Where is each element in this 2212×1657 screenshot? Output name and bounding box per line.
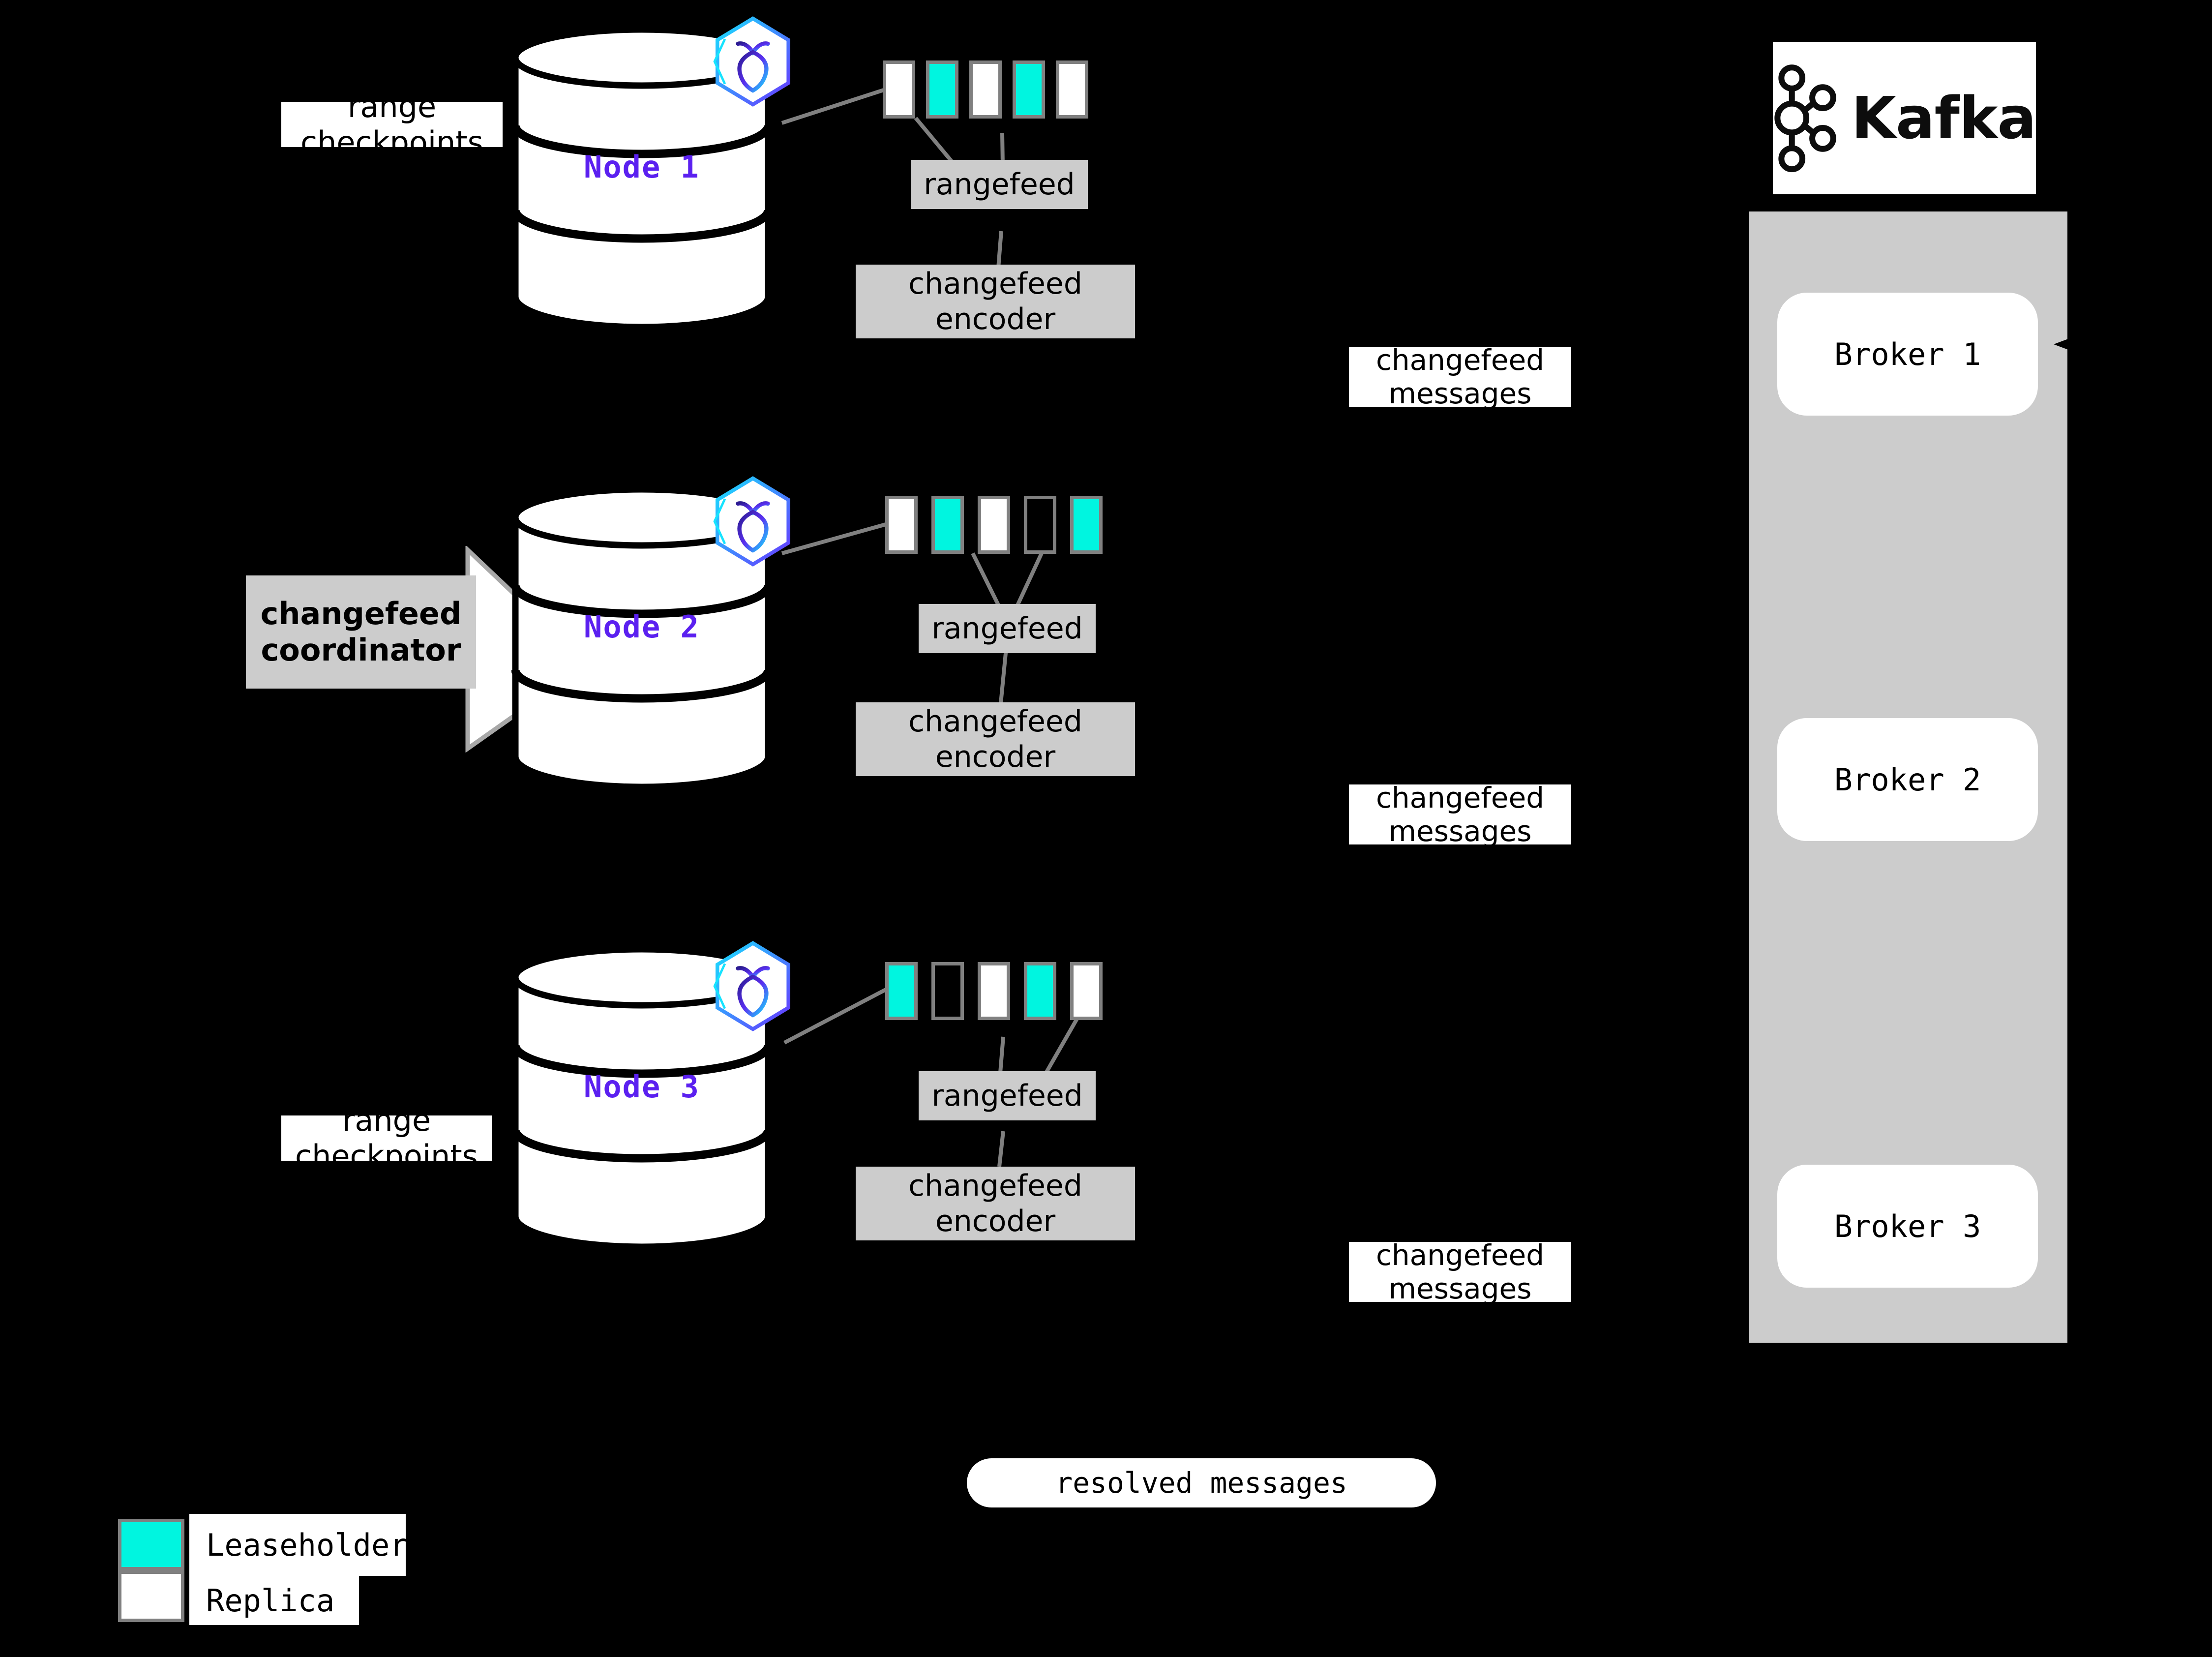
resolved-messages-pill[interactable]: resolved messages [967,1458,1436,1507]
range-box[interactable] [1013,60,1045,119]
range-box[interactable] [1070,962,1103,1020]
cockroachdb-hexagon-icon [706,15,800,108]
range-box[interactable] [931,962,964,1020]
kafka-wordmark: Kafka [1851,84,2036,152]
node-1-label: Node 1 [584,149,700,185]
range-box[interactable] [978,962,1010,1020]
range-box[interactable] [1024,962,1056,1020]
node-2-changefeed-encoder-box[interactable]: changefeed encoder [856,702,1135,776]
node-1-rangefeed-box[interactable]: rangefeed [911,160,1088,209]
node-2-range-row [885,496,1103,554]
node-3-label: Node 3 [584,1069,700,1105]
node-1-changefeed-encoder-box[interactable]: changefeed encoder [856,265,1135,338]
range-box[interactable] [1070,496,1103,554]
broker-1[interactable]: Broker 1 [1777,293,2038,416]
range-box[interactable] [1024,496,1056,554]
range-box[interactable] [978,496,1010,554]
node-2-label: Node 2 [584,609,700,645]
changefeed-messages-label-2: changefeed messages [1349,781,1571,848]
cockroachdb-hexagon-icon [706,475,800,568]
range-box[interactable] [931,496,964,554]
cockroachdb-hexagon-icon [706,939,800,1033]
legend: Leaseholder Replica [118,1510,433,1625]
node-2-rangefeed-box[interactable]: rangefeed [919,604,1096,653]
node-3-cylinder: Node 3 [511,947,772,1247]
broker-panel-arrow-icon [2054,331,2088,357]
broker-3[interactable]: Broker 3 [1777,1165,2038,1288]
range-box[interactable] [885,496,918,554]
changefeed-coordinator-box[interactable]: changefeed coordinator [246,575,476,689]
node-1-cylinder: Node 1 [511,27,772,327]
range-box[interactable] [969,60,1002,119]
legend-label-leaseholder: Leaseholder [189,1514,408,1576]
changefeed-messages-label-1: changefeed messages [1349,343,1571,410]
range-box[interactable] [885,962,918,1020]
broker-2[interactable]: Broker 2 [1777,718,2038,841]
node-1-range-row [883,60,1088,119]
kafka-nodes-icon [1774,64,1836,173]
legend-swatch-replica [118,1570,184,1622]
kafka-logo: Kafka [1773,42,2036,194]
range-checkpoints-bottom-label: range checkpoints [281,1102,492,1174]
legend-label-replica: Replica [189,1576,359,1625]
changefeed-messages-label-3: changefeed messages [1349,1238,1571,1305]
node-3-rangefeed-box[interactable]: rangefeed [919,1071,1096,1120]
legend-swatch-leaseholder [118,1519,184,1570]
range-box[interactable] [926,60,958,119]
range-box[interactable] [883,60,915,119]
node-3-range-row [885,962,1103,1020]
node-2-cylinder: Node 2 [511,487,772,787]
range-box[interactable] [1056,60,1088,119]
node-3-changefeed-encoder-box[interactable]: changefeed encoder [856,1167,1135,1240]
range-checkpoints-top-label: range checkpoints [281,89,503,160]
